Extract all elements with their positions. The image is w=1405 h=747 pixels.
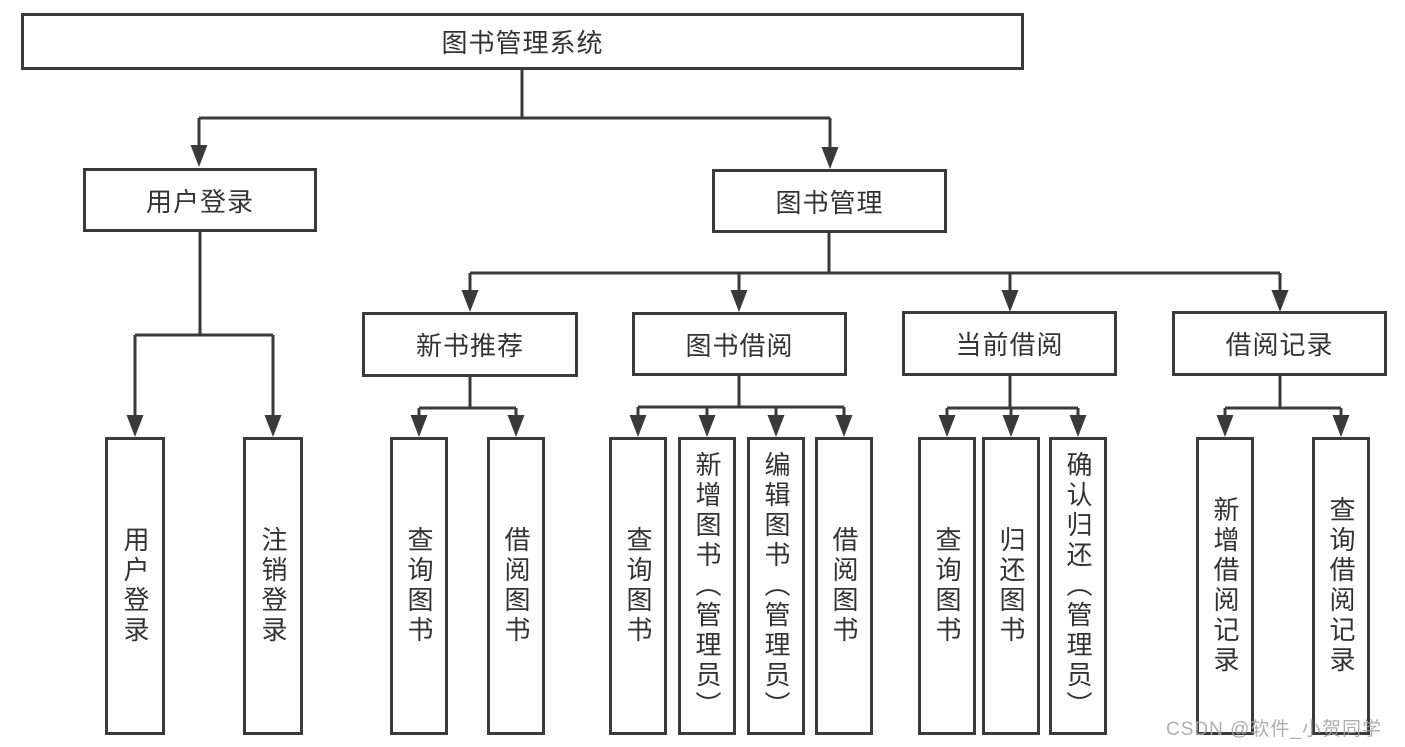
node-current-borrow-label: 当前借阅 xyxy=(955,330,1064,360)
node-book-management: 图书管理 xyxy=(712,169,947,233)
connector-borrow-record-split xyxy=(1223,376,1343,418)
node-root-label: 图书管理系统 xyxy=(441,28,604,58)
leaf-user-login: 用户登录 xyxy=(105,437,165,735)
leaf-query-borrow-record-label: 查询借阅记录 xyxy=(1326,496,1356,676)
leaf-edit-books-admin: 编辑图书（管理员） xyxy=(747,437,805,735)
leaf-borrow-books-2: 借阅图书 xyxy=(815,437,873,735)
connector-user-login-split xyxy=(133,231,275,418)
node-current-borrow: 当前借阅 xyxy=(902,311,1117,376)
connector-book-borrow-split xyxy=(636,376,846,418)
leaf-borrow-books-1: 借阅图书 xyxy=(487,437,545,735)
leaf-confirm-return-admin-label: 确认归还（管理员） xyxy=(1063,451,1093,721)
leaf-query-books-3: 查询图书 xyxy=(918,437,976,735)
leaf-add-borrow-record: 新增借阅记录 xyxy=(1196,437,1254,735)
csdn-watermark: CSDN @软件_小贺同学 xyxy=(1166,719,1382,740)
node-borrow-records: 借阅记录 xyxy=(1172,311,1387,376)
connector-new-book-split xyxy=(417,377,518,418)
leaf-borrow-books-2-label: 借阅图书 xyxy=(829,526,859,646)
node-book-borrow: 图书借阅 xyxy=(632,312,847,376)
leaf-logout-label: 注销登录 xyxy=(258,526,288,646)
leaf-query-books-1-label: 查询图书 xyxy=(404,526,434,646)
leaf-query-books-2-label: 查询图书 xyxy=(623,526,653,646)
node-new-book-recommend: 新书推荐 xyxy=(362,312,578,377)
leaf-confirm-return-admin: 确认归还（管理员） xyxy=(1049,437,1107,735)
node-user-login: 用户登录 xyxy=(83,168,317,232)
leaf-return-books: 归还图书 xyxy=(982,437,1040,735)
leaf-return-books-label: 归还图书 xyxy=(996,526,1026,646)
leaf-add-books-admin-label: 新增图书（管理员） xyxy=(692,451,722,721)
node-new-book-recommend-label: 新书推荐 xyxy=(415,331,524,361)
connector-current-borrow-split xyxy=(945,376,1080,418)
leaf-query-borrow-record: 查询借阅记录 xyxy=(1312,437,1370,735)
leaf-logout: 注销登录 xyxy=(243,437,303,735)
connector-book-mgmt-split xyxy=(468,233,1282,292)
connector-root-split xyxy=(197,69,832,150)
leaf-add-books-admin: 新增图书（管理员） xyxy=(678,437,736,735)
leaf-edit-books-admin-label: 编辑图书（管理员） xyxy=(761,451,791,721)
node-book-management-label: 图书管理 xyxy=(775,187,884,218)
leaf-borrow-books-1-label: 借阅图书 xyxy=(501,526,531,646)
leaf-query-books-3-label: 查询图书 xyxy=(932,526,962,646)
leaf-query-books-1: 查询图书 xyxy=(390,437,448,735)
leaf-user-login-label: 用户登录 xyxy=(120,526,150,646)
node-borrow-records-label: 借阅记录 xyxy=(1225,330,1334,360)
leaf-query-books-2: 查询图书 xyxy=(609,437,667,735)
node-root: 图书管理系统 xyxy=(21,13,1024,70)
node-book-borrow-label: 图书借阅 xyxy=(685,330,794,361)
node-user-login-label: 用户登录 xyxy=(145,186,254,217)
leaf-add-borrow-record-label: 新增借阅记录 xyxy=(1210,496,1240,676)
